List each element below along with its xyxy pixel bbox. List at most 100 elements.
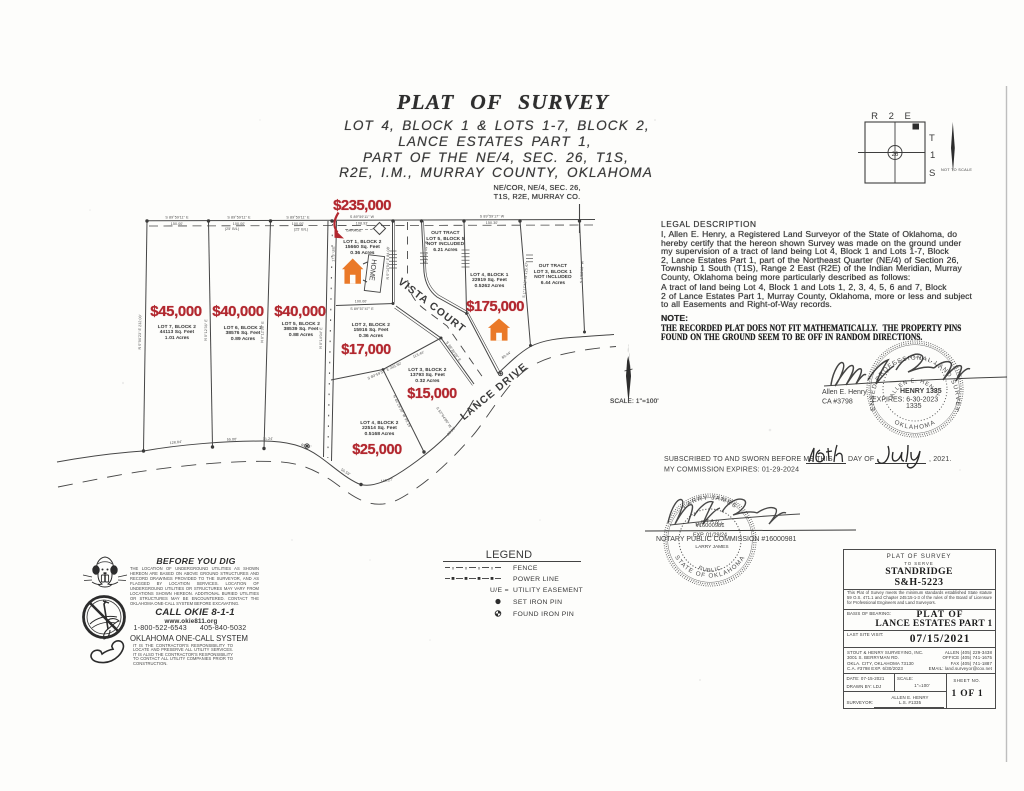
label-plat-labels-r4: 65.45' bbox=[301, 443, 312, 449]
label-plat-labels-bearing-top-r: S 89°59'17" W bbox=[480, 215, 505, 219]
label-plat-labels-bl25a: (25' B/L) bbox=[225, 227, 239, 231]
tb-client: STANDRIDGE bbox=[885, 566, 953, 577]
legend-title: LEGEND bbox=[486, 549, 532, 561]
seal-ring-top-text: LICENSED PROFESSIONAL LAND SURVEYOR bbox=[0, 0, 960, 413]
label-plat-labels-r1: 128.84' bbox=[170, 440, 183, 445]
price-lot3-block2: $15,000 bbox=[407, 385, 457, 402]
north-arrow bbox=[624, 344, 633, 403]
label-lots-2-acres: 0.88 Acres bbox=[288, 331, 314, 337]
svg-text:LICENSED PROFESSIONAL LAND SUR: LICENSED PROFESSIONAL LAND SURVEYOR bbox=[0, 0, 961, 413]
label-plat-labels-r3: 31.24' bbox=[263, 437, 274, 441]
label-plat-labels-lot4b1-e: S 1°17'42" W 125.47' bbox=[522, 262, 529, 298]
label-title-block-co4: C.A. #3798 EXP. 6/30/2023 bbox=[847, 666, 903, 671]
label-plat-labels-d11344: 113.44' bbox=[412, 350, 425, 359]
tb-basis-1: PLAT OF bbox=[916, 609, 964, 620]
tb-job-number: S&H-5223 bbox=[894, 577, 944, 588]
svg-text:PUBLIC: PUBLIC bbox=[697, 565, 723, 574]
legend-utility-easement: UTILITY EASEMENT bbox=[513, 587, 583, 594]
label-plat-labels-bearing-top: S 89°59'11" E bbox=[227, 216, 251, 220]
svg-text:x: x bbox=[478, 565, 481, 570]
label-plat-labels-r7: 29.56' bbox=[446, 426, 456, 436]
label-lots-4-acres: 0.36 Acres bbox=[358, 332, 384, 338]
notary-commission-number: #16000981 bbox=[695, 523, 724, 529]
document-subtitle-4: R2E, I.M., MURRAY COUNTY, OKLAHOMA bbox=[339, 165, 653, 180]
label-title-block-co1: STOUT & HENRY SURVEYING, INC. bbox=[847, 649, 924, 655]
label-plat-labels-lot1e: N 0°14'04" E 84.08' bbox=[386, 246, 391, 279]
label-out-tracts-1-l4: 6.44 Acres bbox=[540, 279, 566, 285]
label-plat-labels-d15030: 150.30' bbox=[486, 221, 499, 225]
label-lots-4-sqft: 15916 Sq. Feet bbox=[353, 327, 389, 332]
ne-corner-note: NE/COR, NE/4, SEC. 26, T1S, R2E, MURRAY … bbox=[493, 183, 581, 201]
survey-pins bbox=[141, 219, 586, 487]
gopher-icon bbox=[82, 556, 128, 588]
surveyor-ca-text: CA #3798 bbox=[822, 399, 853, 406]
notary-inner-bottom: PUBLIC bbox=[697, 565, 722, 574]
tb-date: DATE: 07-15-2021 bbox=[846, 675, 885, 681]
tb-company-block: STOUT & HENRY SURVEYING, INC.3001 S. BER… bbox=[847, 650, 923, 672]
label-plat-labels-d10893: 108.93' bbox=[356, 222, 369, 226]
legal-description-para2: A tract of land being Lot 4, Block 1 and… bbox=[661, 282, 972, 310]
label-lots-5-acres: 0.32 Acres bbox=[415, 377, 440, 383]
okie811-phones: 1-800-522-6543 405-840-5032 bbox=[133, 624, 247, 632]
subscribed-line2: MY COMMISSION EXPIRES: 01-29-2024 bbox=[664, 467, 799, 474]
before-you-dig-title: BEFORE YOU DIG bbox=[156, 555, 236, 566]
label-lots-0-sqft: 44113 Sq. Feet bbox=[159, 329, 195, 334]
label-plat-labels-r2: 55.00' bbox=[227, 437, 238, 441]
label-lots-7-name: LOT 4, BLOCK 1 bbox=[470, 271, 509, 277]
label-lots-1-name: LOT 6, BLOCK 2 bbox=[223, 324, 263, 330]
document-subtitle-3: PART OF THE NE/4, SEC. 26, T1S, bbox=[363, 149, 629, 165]
tb-plat-of-survey: PLAT OF SURVEY bbox=[886, 552, 952, 560]
range-label: R 2 E bbox=[871, 111, 915, 122]
document-subtitle-1: LOT 4, BLOCK 1 & LOTS 1-7, BLOCK 2, bbox=[344, 118, 650, 133]
label-plat-labels-r6: 149.27' bbox=[380, 478, 393, 484]
label-title-block-ph1: ALLEN (405) 229-3438 bbox=[944, 649, 992, 655]
label-lots-0-acres: 1.01 Acres bbox=[164, 334, 190, 340]
label-plat-labels-r5: 55.59' bbox=[340, 468, 351, 477]
svg-text:T: T bbox=[929, 133, 935, 144]
lot1-south-bearing: S 89°57'47" E bbox=[350, 307, 374, 311]
label-plat-labels-l65: N 0°12'36" E bbox=[260, 321, 264, 343]
legal-description-heading: LEGAL DESCRIPTION bbox=[661, 218, 757, 229]
label-plat-labels-strip-w: N 0°14'04" E bbox=[319, 327, 323, 349]
document-title: PLAT OF SURVEY bbox=[396, 90, 610, 114]
label-title-block-co3: OKLA. CITY, OKLAHOMA 73130 bbox=[847, 660, 914, 666]
legend-set-iron-pin: SET IRON PIN bbox=[513, 599, 562, 606]
label-plat-labels-w-bound: N 0°06'23" E 232.00' bbox=[138, 314, 143, 349]
label-plat-labels-bl25b: (25' B/L) bbox=[294, 228, 308, 232]
oklahoma-one-call-system: OKLAHOMA ONE-CALL SYSTEM bbox=[129, 632, 248, 643]
surveyor-signature bbox=[823, 353, 1008, 387]
tb-scale-label: SCALE: bbox=[897, 675, 914, 681]
price-lot2-block2: $17,000 bbox=[341, 342, 391, 358]
label-plat-labels-outb-e: S 1°58'08" W bbox=[579, 260, 584, 283]
phone-icon bbox=[90, 640, 125, 664]
notary-center-name: LARRY JAMES bbox=[695, 544, 728, 550]
seal-henry-1335: HENRY 1335 bbox=[900, 388, 942, 395]
label-lots-6-acres: 0.5168 Acres bbox=[364, 430, 395, 436]
notary-exp: EXP. 01/29/24 bbox=[693, 533, 727, 539]
label-lots-3-sqft: 15660 Sq. Feet bbox=[345, 244, 380, 249]
tb-sheet-value: 1 OF 1 bbox=[951, 689, 984, 699]
price-pointer-arrow bbox=[333, 211, 344, 239]
section-number: 26 bbox=[892, 152, 899, 158]
section-locator-map bbox=[858, 121, 955, 184]
before-you-dig-para1: THE LOCATION OF UNDERGROUND UTILITIES AS… bbox=[130, 566, 259, 606]
surveyor-seal: LICENSED PROFESSIONAL LAND SURVEYOR OKLA… bbox=[0, 0, 1008, 438]
lot-boundaries bbox=[56, 204, 617, 505]
label-out-tracts-0-l2: LOT 5, BLOCK 5 bbox=[426, 235, 465, 241]
tb-basis-2: LANCE ESTATES PART 1 bbox=[875, 618, 993, 629]
notary-signature bbox=[667, 498, 801, 526]
price-lot5-block2: $40,000 bbox=[274, 303, 326, 320]
tb-visit-date: 07/15/2021 bbox=[909, 633, 971, 645]
note-body: THE RECORDED PLAT DOES NOT FIT MATHEMATI… bbox=[661, 322, 962, 342]
label-title-block-ph3: FAX (405) 741-1887 bbox=[950, 660, 992, 666]
tb-surveyor-label: SURVEYOR: bbox=[846, 700, 874, 705]
home-icon-lot4-block1 bbox=[488, 318, 511, 341]
